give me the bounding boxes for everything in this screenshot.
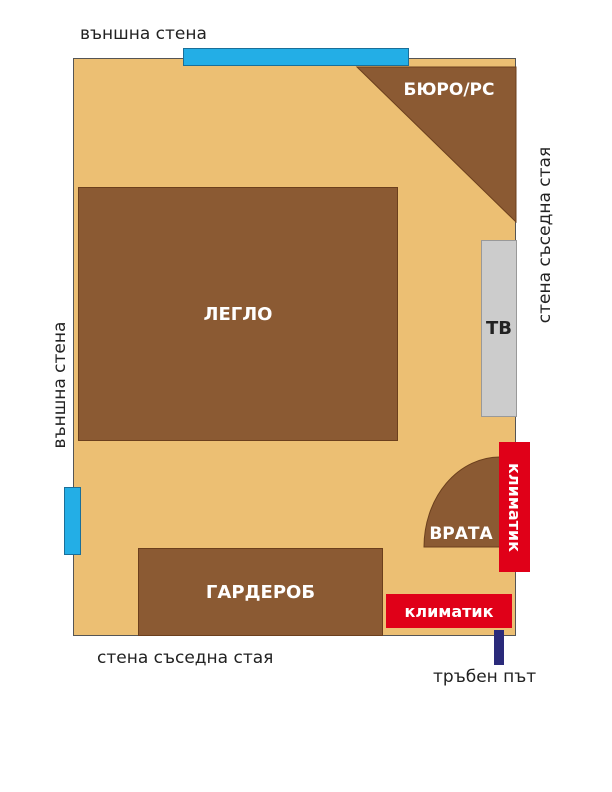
pipe-route — [494, 630, 504, 665]
bed-label: ЛЕГЛО — [203, 303, 273, 325]
door-label: ВРАТА — [429, 524, 493, 544]
top-window — [183, 48, 409, 66]
left-window — [64, 487, 81, 555]
ac-floor-unit-label: климатик — [404, 601, 494, 621]
desk-label: БЮРО/PC — [404, 80, 495, 100]
desk-shape — [355, 66, 517, 224]
ac-floor-unit: климатик — [386, 594, 512, 628]
bottom-wall-label: стена съседна стая — [97, 648, 274, 668]
wardrobe-label: ГАРДЕРОБ — [205, 581, 316, 603]
wardrobe: ГАРДЕРОБ — [138, 548, 383, 636]
bed: ЛЕГЛО — [78, 187, 398, 441]
door-shape — [423, 456, 501, 548]
ac-wall-unit-label: климатик — [505, 462, 525, 552]
tv-label: ТВ — [486, 318, 512, 339]
tv: ТВ — [481, 240, 517, 417]
ac-wall-unit: климатик — [499, 442, 530, 572]
top-wall-label: външна стена — [80, 24, 207, 44]
pipe-label: тръбен път — [433, 667, 537, 687]
